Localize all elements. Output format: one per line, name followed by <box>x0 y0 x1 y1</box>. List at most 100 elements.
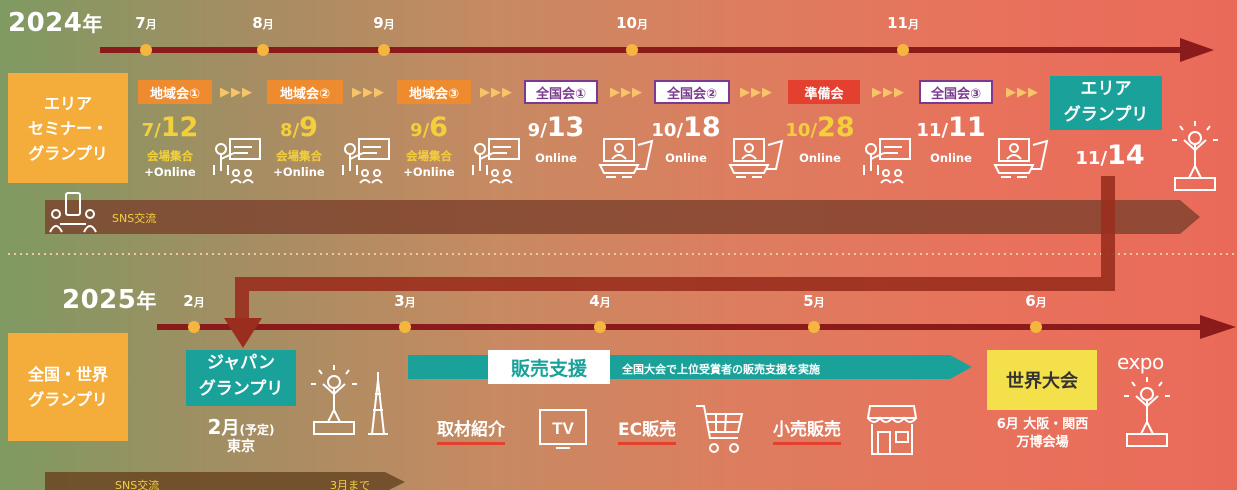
tv-label: TV <box>552 419 574 438</box>
month-label: 5月 <box>803 292 824 310</box>
tokyo-tower-icon <box>368 372 388 435</box>
month-number: 7 <box>135 14 146 32</box>
sns-people-icon <box>49 192 97 233</box>
month-unit: 月 <box>1035 296 1047 309</box>
area-grandprix-line: エリア <box>1080 79 1132 99</box>
date-day: 28 <box>817 112 855 143</box>
event-tag: 準備会 <box>788 80 860 104</box>
chevron-arrows: ▶▶▶ <box>480 85 513 100</box>
year-suffix: 年 <box>136 289 157 313</box>
sales-item-label: 取材紹介 <box>437 415 505 445</box>
event-date: 11/11 <box>916 112 986 143</box>
timeline-dot <box>808 321 820 333</box>
chevron-arrows: ▶▶▶ <box>610 85 643 100</box>
sns-band-2-end-label: 3月まで <box>330 479 370 490</box>
date-month: 11 <box>1075 148 1101 169</box>
month-unit: 月 <box>193 296 205 309</box>
event-tag: 地域会③ <box>397 80 471 104</box>
month-label: 4月 <box>589 292 610 310</box>
date-note: (予定) <box>239 423 275 437</box>
month-unit: 月 <box>383 18 395 31</box>
month-number: 6 <box>1025 292 1036 310</box>
row-label-line: エリア <box>43 93 92 113</box>
month-number: 4 <box>589 292 600 310</box>
timeline-dot <box>626 44 638 56</box>
presenter-icon <box>472 138 520 184</box>
event-date: 7/12 <box>141 112 199 143</box>
event-format-line: Online <box>665 151 707 165</box>
timeline-2025-shaft <box>157 324 1207 330</box>
timeline-dot <box>594 321 606 333</box>
sns-band-2-label: SNS交流 <box>115 479 160 490</box>
timeline-2025-arrowhead <box>1200 315 1236 339</box>
event-format-line: 会場集合 <box>276 149 322 163</box>
event-tag: 地域会① <box>138 80 212 104</box>
date-day: 18 <box>683 112 721 143</box>
month-number: 10 <box>616 14 637 32</box>
month-number: 11 <box>887 14 908 32</box>
event-tag: 全国会③ <box>919 80 993 104</box>
event-format-line: +Online <box>144 165 196 179</box>
area-grandprix-tag: エリア グランプリ <box>1050 76 1162 130</box>
row-label-line: 全国・世界 <box>27 365 108 384</box>
event-tag: 全国会② <box>654 80 730 104</box>
event-format: Online <box>516 150 596 166</box>
event-format-line: +Online <box>403 165 455 179</box>
event-format: 会場集合+Online <box>259 148 339 180</box>
month-label: 9月 <box>373 14 394 32</box>
row-label-area-seminar: エリア セミナー・ グランプリ <box>8 73 128 183</box>
month-unit: 月 <box>813 296 825 309</box>
winner-podium-icon <box>311 365 357 435</box>
area-grandprix-date: 11/14 <box>1075 140 1145 171</box>
date-month: 10 <box>785 120 811 141</box>
sns-band-2 <box>45 472 405 490</box>
timeline-dot <box>897 44 909 56</box>
expo-logo: expo <box>1117 350 1164 374</box>
chevron-arrows: ▶▶▶ <box>872 85 905 100</box>
event-format: Online <box>780 150 860 166</box>
year-2024-label: 2024年 <box>8 8 103 38</box>
event-tag: 地域会② <box>267 80 343 104</box>
chevron-arrows: ▶▶▶ <box>220 85 253 100</box>
event-format: 会場集合+Online <box>130 148 210 180</box>
month-label: 2月 <box>183 292 204 310</box>
row-label-line: グランプリ <box>28 390 108 409</box>
month-unit: 月 <box>636 18 648 31</box>
world-grandprix-line: 万博会場 <box>1016 435 1069 450</box>
month-label: 11月 <box>887 14 919 32</box>
row-label-line: グランプリ <box>28 143 108 163</box>
date-month: 9 <box>527 120 541 141</box>
event-format: Online <box>646 150 726 166</box>
online-meeting-icon <box>728 138 784 178</box>
month-label: 7月 <box>135 14 156 32</box>
date-month: 7 <box>141 120 155 141</box>
month-unit: 月 <box>262 18 274 31</box>
year-number: 2024 <box>8 8 83 38</box>
event-format-line: Online <box>799 151 841 165</box>
japan-grandprix-date: 2月(予定) 東京 <box>186 414 296 454</box>
presenter-icon <box>863 138 911 184</box>
japan-grandprix-tag: ジャパン グランプリ <box>186 350 296 406</box>
world-grandprix-info: 6月 大阪・関西 万博会場 <box>975 416 1110 452</box>
month-label: 10月 <box>616 14 648 32</box>
event-date: 10/28 <box>785 112 855 143</box>
month-number: 8 <box>252 14 263 32</box>
date-day: 12 <box>160 112 199 143</box>
timeline-dot <box>1030 321 1042 333</box>
japan-grandprix-place: 東京 <box>227 439 255 455</box>
area-grandprix-line: グランプリ <box>1063 105 1149 125</box>
world-grandprix-line: 6月 大阪・関西 <box>996 417 1089 432</box>
event-date: 9/6 <box>410 112 448 143</box>
chevron-arrows: ▶▶▶ <box>1006 85 1039 100</box>
date-day: 13 <box>546 112 585 143</box>
month-unit: 月 <box>404 296 416 309</box>
date-day: 11 <box>948 112 986 143</box>
year-suffix: 年 <box>82 12 103 36</box>
sales-item-label: EC販売 <box>618 415 677 445</box>
event-date: 9/13 <box>527 112 585 143</box>
event-date: 8/9 <box>280 112 318 143</box>
event-date: 10/18 <box>651 112 721 143</box>
date-month: 10 <box>651 120 677 141</box>
tv-icon: TV <box>539 409 587 449</box>
